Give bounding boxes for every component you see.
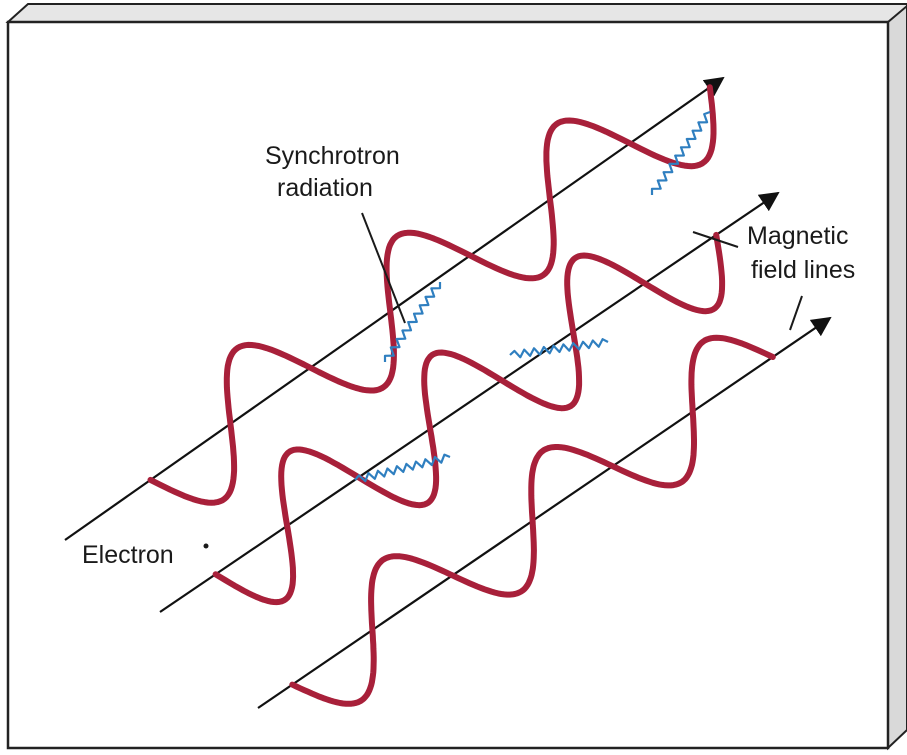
magnetic-field-line (257, 316, 832, 709)
label-leaders (361, 212, 803, 331)
synchrotron-radiation-wave (383, 282, 442, 362)
electron-helix-path (212, 231, 726, 606)
electron-label: Electron (82, 541, 174, 569)
panel-face (6, 20, 890, 750)
synchrotron-radiation-wave (354, 453, 451, 483)
electron-helix-path (147, 84, 717, 506)
synchrotron-radiation-wave (650, 110, 711, 195)
panel-box (5, 3, 907, 751)
synchrotron-radiation-wave (509, 338, 609, 359)
magnetic-label-line1: Magnetic (747, 222, 848, 250)
magnetic-field-line (159, 191, 780, 613)
panel-top-edge (5, 3, 907, 23)
magnetic-leader-lower (789, 295, 803, 331)
electron-helix-path (289, 334, 776, 707)
synchrotron-label-line2: radiation (277, 174, 373, 202)
synchrotron-label-line1: Synchrotron (265, 142, 400, 170)
magnetic-label-line2: field lines (751, 256, 855, 284)
magnetic-leader-upper (692, 231, 739, 248)
panel-side-edge (887, 4, 907, 751)
synchrotron-leader (361, 212, 406, 324)
electron-dot (203, 543, 209, 549)
magnetic-field-line (64, 76, 725, 541)
labels: Synchrotron radiation Magnetic field lin… (82, 142, 855, 569)
